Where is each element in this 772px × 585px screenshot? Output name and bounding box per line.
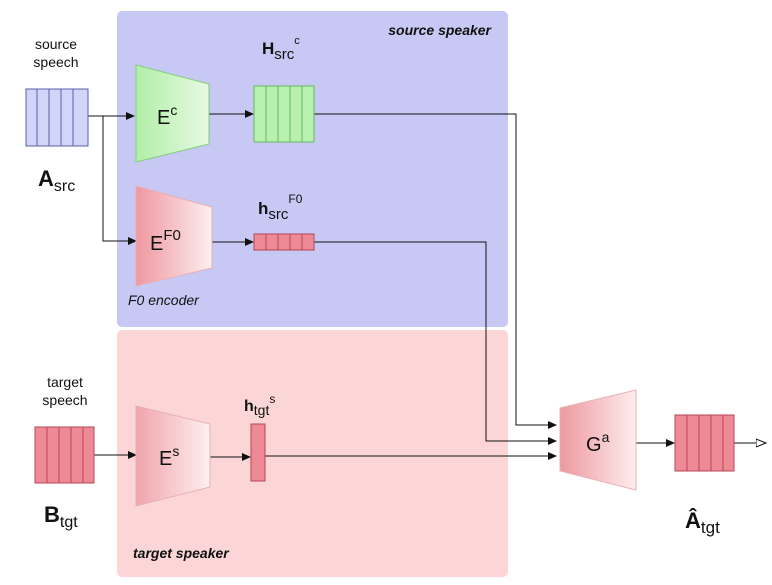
output-symbol: Âtgt	[685, 508, 720, 537]
source-speech-line1: source	[35, 36, 77, 52]
f0-feature-frames	[253, 233, 315, 251]
connections	[88, 110, 766, 461]
f0-feature-label: hsrcF0	[258, 192, 303, 223]
arrow-f0-feature-to-generator	[314, 241, 557, 445]
generator-label: Ga	[586, 429, 610, 456]
content-encoder-label: Ec	[157, 102, 177, 129]
source-speaker-label: source speaker	[388, 22, 492, 38]
speaker-encoder	[135, 405, 211, 507]
speaker-feature-frame	[250, 423, 266, 482]
f0-encoder-label: EF0	[150, 227, 181, 255]
source-speaker-region	[117, 11, 508, 327]
arrow-src-to-f0-encoder	[102, 116, 137, 245]
target-speech-frames	[34, 426, 95, 484]
content-encoder	[135, 64, 210, 163]
source-speech-line2: speech	[33, 54, 78, 70]
generator	[559, 389, 637, 491]
source-symbol: Asrc	[38, 166, 75, 195]
target-speech-line1: target	[47, 374, 83, 390]
target-speaker-region	[117, 330, 508, 577]
output-frames	[674, 414, 735, 472]
arrow-content-feature-to-generator	[314, 113, 557, 429]
speaker-encoder-label: Es	[159, 443, 179, 470]
f0-encoder	[135, 185, 213, 287]
content-feature-label: Hsrcc	[262, 35, 300, 63]
target-symbol: Btgt	[44, 502, 78, 531]
f0-encoder-caption: F0 encoder	[128, 292, 200, 308]
content-feature-frames	[253, 85, 315, 143]
speaker-feature-label: htgts	[244, 392, 275, 418]
target-speech-line2: speech	[42, 392, 87, 408]
target-speaker-label: target speaker	[133, 545, 230, 561]
source-speech-frames	[25, 88, 89, 147]
